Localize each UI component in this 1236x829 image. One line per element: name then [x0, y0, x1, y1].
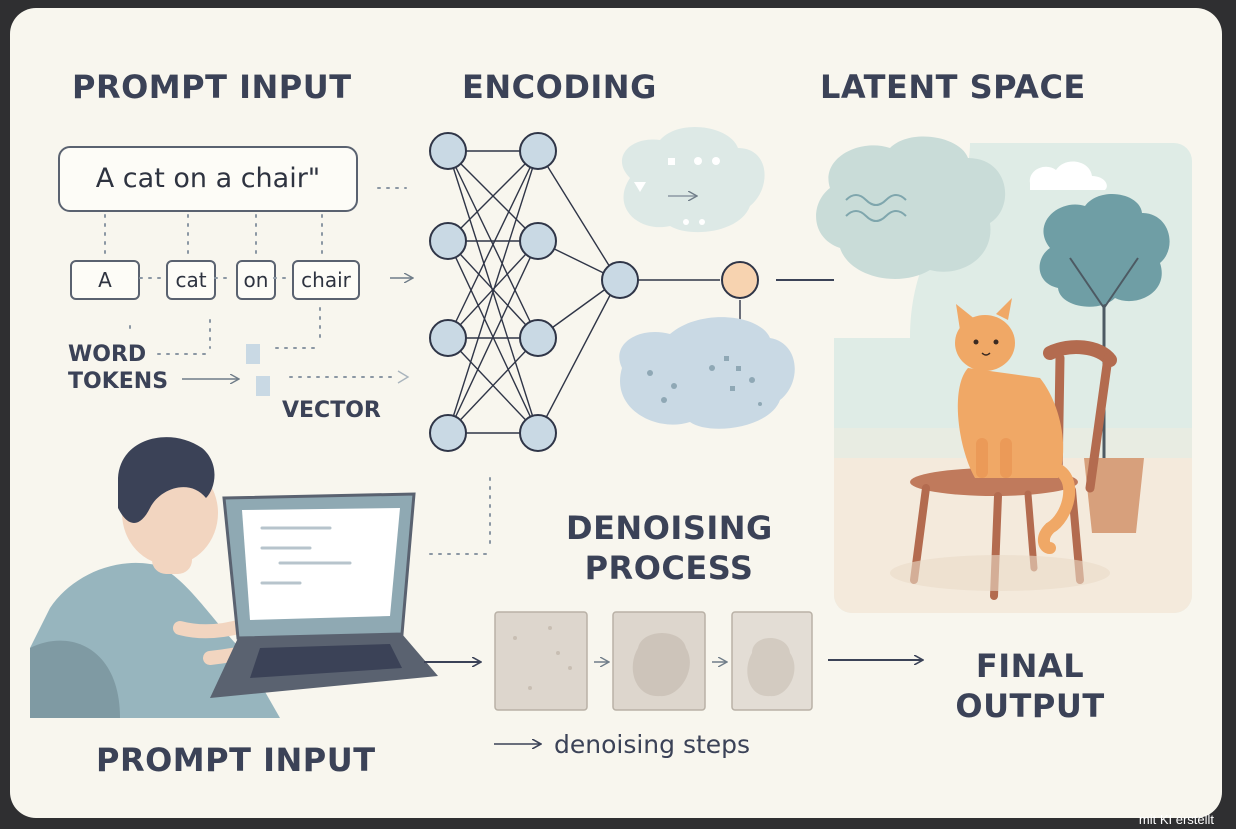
token-on: on: [236, 260, 276, 300]
diagram-frame: PROMPT INPUT ENCODING LATENT SPACE A cat…: [10, 8, 1222, 818]
prompt-input-title: PROMPT INPUT: [72, 68, 352, 106]
hidden-node: [519, 414, 557, 452]
token-cat: cat: [166, 260, 216, 300]
hidden-node: [519, 132, 557, 170]
input-node: [429, 319, 467, 357]
latent-blob: [816, 136, 1006, 279]
final-output-title: FINAL OUTPUT: [940, 646, 1120, 726]
tree-icon: [1039, 194, 1170, 533]
latent-cloud: [619, 317, 795, 429]
hidden-node: [519, 319, 557, 357]
noise-step-1: [494, 611, 588, 711]
tokens-label: TOKENS: [68, 369, 169, 394]
encoding-title: ENCODING: [462, 68, 657, 106]
cat-icon: [955, 298, 1076, 554]
embedding-cloud: [621, 126, 765, 233]
prompt-text-box: A cat on a chair": [58, 146, 358, 212]
denoising-steps-label: denoising steps: [554, 730, 751, 759]
vector-label: VECTOR: [282, 398, 381, 423]
prompt-input-bottom-title: PROMPT INPUT: [96, 741, 376, 779]
vector-block: [246, 344, 260, 364]
token-a: A: [70, 260, 140, 300]
cloud-icon: [1029, 161, 1107, 190]
prompt-token-connectors: [104, 187, 491, 555]
input-node: [429, 222, 467, 260]
latent-cloud-dots: [647, 356, 762, 406]
denoising-title-line2: PROCESS: [584, 549, 754, 587]
embedding-symbols: [634, 157, 720, 225]
diagram-graphics: [30, 126, 1192, 818]
latent-space-title: LATENT SPACE: [820, 68, 1086, 106]
latent-node: [721, 261, 759, 299]
hidden-node: [519, 222, 557, 260]
watermark: mit KI erstellt: [1138, 812, 1214, 827]
word-label: WORD: [68, 342, 147, 367]
output-node: [601, 261, 639, 299]
final-title-line2: OUTPUT: [955, 687, 1105, 725]
person-illustration: [30, 437, 438, 718]
denoising-process-title: DENOISING PROCESS: [566, 508, 772, 588]
latent-waves: [845, 194, 907, 222]
final-title-line1: FINAL: [975, 647, 1085, 685]
input-node: [429, 414, 467, 452]
neural-network: [429, 132, 759, 452]
input-node: [429, 132, 467, 170]
vector-block: [256, 376, 270, 396]
denoising-title-line1: DENOISING: [566, 509, 773, 547]
token-chair: chair: [292, 260, 360, 300]
